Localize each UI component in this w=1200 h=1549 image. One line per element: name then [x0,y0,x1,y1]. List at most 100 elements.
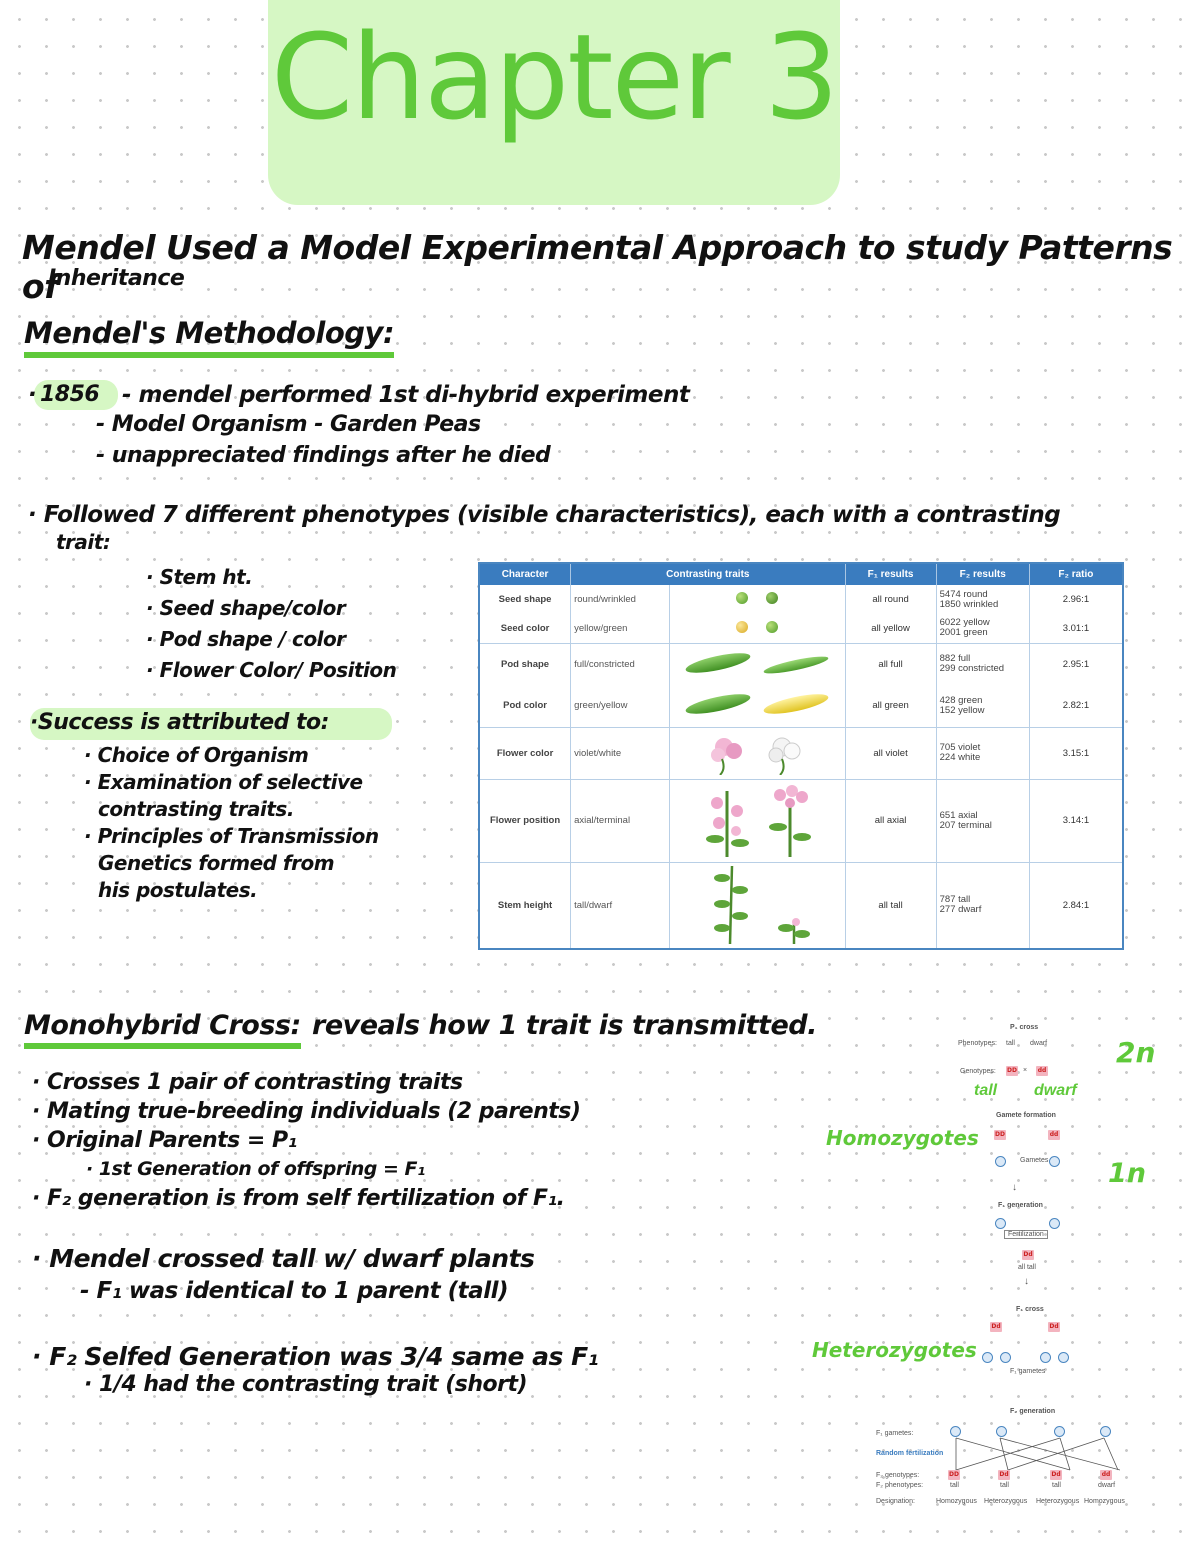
success-highlight [30,708,392,740]
character-cell: Flower color [480,727,572,780]
col-header: F₁ results [845,564,937,585]
trait-image [669,727,846,780]
success-title-text: Success is attributed to: [37,710,330,735]
f1-cell: all green [845,685,937,728]
traits-cell: full/constricted [570,643,671,685]
note-text: Original Parents = P₁ [47,1128,297,1153]
bullet2-text: Followed 7 different phenotypes (visible… [43,502,1061,528]
f1-cross-label: F₁ cross [1016,1306,1044,1313]
f1-cell: all round [845,585,937,614]
success-list: · Choice of Organism · Examination of se… [84,742,379,904]
phenotype-tall: tall [1052,1482,1061,1489]
all-tall-label: all tall [1018,1264,1036,1271]
genotype-Dd: Dd [1048,1322,1060,1332]
gamete-D [995,1218,1006,1229]
f2-value: 787 tall [939,894,971,906]
traits-cell: yellow/green [570,614,671,644]
trait-text: Pod shape / color [159,627,346,651]
table-row: Seed color yellow/green all yellow 6022 … [480,614,1122,644]
f2-value: 2001 green [939,627,988,639]
success-text: his postulates. [98,878,258,902]
note-tall: tall [974,1082,998,1099]
table-row: Seed shape round/wrinkled all round 5474… [480,585,1122,614]
ratio-cell: 3.14:1 [1029,779,1122,863]
title-highlight [268,0,840,205]
dwarf-label: dwarf [1030,1040,1048,1047]
trait-item: · Pod shape / color [146,627,346,651]
monohybrid-subtitle: reveals how 1 trait is transmitted. [312,1010,817,1041]
f2-value: 152 yellow [939,704,985,716]
genotype-dd: dd [1100,1470,1112,1480]
heading-line1: Mendel Used a Model Experimental Approac… [22,228,1173,306]
phenotype-tall: tall [1000,1482,1009,1489]
genotype-Dd: Dd [1022,1250,1034,1260]
f1-cell: all full [845,643,937,685]
fertilization-label: Fertilization [1004,1230,1048,1239]
gametes-label: Gametes [1020,1157,1049,1164]
genotype-Dd: Dd [1050,1470,1062,1480]
note-dwarf: dwarf [1034,1082,1077,1099]
f2-value: 705 violet [939,742,981,753]
gamete-d [1049,1218,1060,1229]
methodology-sub2: - unappreciated findings after he died [96,443,551,468]
trait-image [669,779,846,863]
success-text: Principles of Transmission [97,824,380,848]
monohybrid-title: Monohybrid Cross: [24,1010,301,1049]
gamete-D [982,1352,993,1363]
success-text: Genetics formed from [98,851,335,875]
down-arrow: ↓ [1012,1182,1017,1193]
trait-item: · Stem ht. [146,565,253,589]
table-row: Pod shape full/constricted all full 882 … [480,643,1122,685]
genotype-DD: DD [948,1470,960,1480]
gamete-D [995,1156,1006,1167]
note-1n: 1n [1108,1158,1147,1189]
character-cell: Stem height [480,862,572,948]
f1-generation-label: F₁ generation [998,1202,1043,1209]
success-item: contrasting traits. [84,796,379,823]
trait-image [669,862,846,948]
stem-height-icon [714,865,811,944]
f1-cell: all yellow [845,614,937,644]
genotypes-label: Genotypes: [960,1068,996,1075]
note-f2-selfed: · F₂ Selfed Generation was 3/4 same as F… [32,1342,599,1371]
trait-item: · Seed shape/color [146,596,346,620]
phenotype-dwarf: dwarf [1098,1482,1116,1489]
gamete-D [1040,1352,1051,1363]
methodology-bullet1: - mendel performed 1st di-hybrid experim… [122,382,690,408]
methodology-sub1: - Model Organism - Garden Peas [96,412,481,437]
success-text: contrasting traits. [98,797,294,821]
note-one-quarter: · 1/4 had the contrasting trait (short) [84,1372,528,1397]
genotype-DD: DD [1006,1066,1018,1076]
character-cell: Pod color [480,685,572,728]
col-header: F₂ ratio [1029,564,1122,585]
gamete-d [1058,1352,1069,1363]
f2-value: 428 green [939,694,983,706]
f2-value: 651 axial [939,809,978,821]
f2-value: 882 full [939,653,971,665]
f2-genotypes-label: F₂ genotypes: [876,1472,920,1479]
f1-gametes-label: F₁ gametes [1010,1368,1046,1375]
gamete-formation-label: Gamete formation [996,1112,1056,1119]
methodology-bullet2-l2: trait: [56,530,111,554]
green-pea-icon [766,620,779,633]
monohybrid-notes: · Crosses 1 pair of contrasting traits ·… [32,1068,581,1213]
ratio-cell: 2.84:1 [1062,899,1090,911]
f2-value: 6022 yellow [939,617,990,629]
ratio-cell: 3.01:1 [1029,614,1122,644]
note-text: Crosses 1 pair of contrasting traits [47,1070,463,1095]
trait-image [669,685,846,728]
note-2n: 2n [1116,1036,1156,1069]
trait-list: · Stem ht. · Seed shape/color · Pod shap… [146,562,397,686]
designation-heterozygous: Heterozygous [984,1498,1028,1505]
traits-cell: round/wrinkled [570,585,671,614]
table-row: Flower color violet/white all violet 705… [480,727,1122,780]
note-homozygotes: Homozygotes [826,1126,979,1150]
f2-phenotypes-label: F₂ phenotypes: [876,1482,924,1489]
gamete-D [1054,1426,1065,1437]
success-item: his postulates. [84,877,379,904]
